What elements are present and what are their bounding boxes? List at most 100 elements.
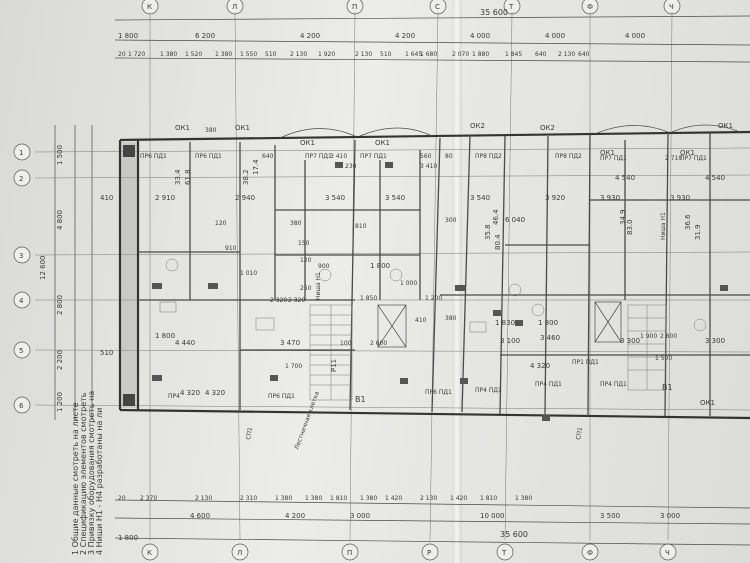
dim-left: 1 200: [56, 392, 64, 412]
room-dim: 6 040: [505, 216, 525, 224]
door-tag-bottom: ПР6 ПД1: [268, 393, 295, 400]
room-height: 80.4: [494, 234, 502, 250]
row-left-3-label: 4: [19, 297, 24, 305]
misc-dim: 380: [205, 127, 217, 134]
misc-dim: 3 410: [330, 153, 347, 160]
window-tag: ОК1: [300, 139, 315, 147]
room-dim: 3 930: [600, 194, 620, 202]
room-height: 83.0: [626, 219, 634, 235]
room-area: 46.4: [492, 209, 500, 225]
axis-top-0-label: К: [147, 3, 152, 11]
row-left-5-circle: [13, 396, 31, 414]
dim-bottom-small: 1 420: [385, 495, 402, 502]
room-area: 34.9: [619, 209, 627, 225]
dim-top-small: 1 720: [128, 51, 145, 58]
note-line: 1 Общие данные смотреть на листе: [71, 402, 80, 555]
row-left-3-circle: [13, 291, 31, 309]
note-line: 2 Спецификацию элементов смотреть: [79, 392, 88, 555]
dim-top-small: 20: [118, 51, 126, 58]
dim-top-small: 1 845: [505, 51, 522, 58]
note-line: 4 Ниши Н1 - Н4 разработаны на ли: [95, 408, 104, 555]
axis-bottom-0-label: К: [147, 549, 152, 557]
door-tag: ПР7 ПД1: [305, 153, 332, 160]
note-line: 3 Привязку оборудования смотреть на: [87, 391, 96, 555]
axis-top-6-label: Ч: [669, 3, 674, 11]
axis-bottom-0-circle: [141, 543, 159, 561]
door-tag: ПР7 ПД1: [600, 155, 627, 162]
dim-total-top: 35 600: [480, 8, 508, 17]
dim-bottom-small: 2 370: [140, 495, 157, 502]
dim-top-small: 1 550: [240, 51, 257, 58]
axis-bottom-3-circle: [421, 543, 439, 561]
dim-bottom-seg: 3 000: [350, 512, 370, 520]
misc-dim: 100: [340, 340, 352, 347]
room-area: 33.4: [174, 169, 182, 185]
row-left-2-circle: [13, 246, 31, 264]
axis-bottom-4-label: Т: [501, 549, 507, 557]
misc-dim: 1 000: [400, 280, 417, 287]
window-tag: ОК1: [175, 124, 190, 132]
room-dim: 1 830: [495, 319, 515, 327]
misc-dim: 810: [355, 223, 367, 230]
sp-annotation: СП1: [245, 427, 254, 441]
dim-left: 2 800: [56, 295, 64, 315]
door-tag: ПР8 ПД2: [475, 153, 502, 160]
misc-dim: 3 410: [420, 163, 437, 170]
room-dim: 3 470: [280, 339, 300, 347]
stair-tag-2: В1: [662, 383, 673, 392]
door-tag-bottom: ПР4 ПД1: [535, 381, 562, 388]
dim-left: 2 200: [56, 350, 64, 370]
dim-bottom-small: 1 380: [275, 495, 292, 502]
dim-top-small: 1 645: [405, 51, 422, 58]
dim-bottom-small: 2 310: [240, 495, 257, 502]
door-tag: ПР7 ПД1: [360, 153, 387, 160]
dim-left: 12 600: [39, 256, 47, 281]
door-tag-bottom: ПР6 ПД1: [425, 389, 452, 396]
misc-dim: 640: [262, 153, 274, 160]
dim-top-small: 640: [578, 51, 590, 58]
room-height: 17.4: [252, 159, 260, 175]
room-dim: 1 800: [155, 332, 175, 340]
room-dim: 4 320: [205, 389, 225, 397]
paper-fold: [452, 0, 462, 563]
room-area: 36.6: [684, 214, 692, 230]
axis-bottom-1-label: Л: [237, 549, 242, 557]
door-tag-bottom: ПР4 ПД1: [600, 381, 627, 388]
dim-bottom-small: 1 810: [480, 495, 497, 502]
window-tag: ОК1: [375, 139, 390, 147]
axis-bottom-6-label: Ч: [665, 549, 670, 557]
window-tag: ОК1: [718, 122, 733, 130]
room-dim: 4 540: [615, 174, 635, 182]
room-dim: 3 540: [470, 194, 490, 202]
dim-bottom-small: 1 380: [305, 495, 322, 502]
misc-dim: 300: [445, 217, 457, 224]
room-height: 61.8: [184, 169, 192, 185]
dim-top-small: 1 920: [318, 51, 335, 58]
dim-bottom-small: 1 380: [515, 495, 532, 502]
misc-dim: 410: [415, 317, 427, 324]
axis-bottom-4-circle: [496, 543, 514, 561]
niche-annotation: Ниша Н1: [315, 272, 322, 300]
row-left-2-label: 3: [19, 252, 23, 260]
dim-top-seg: 4 200: [395, 32, 415, 40]
room-dim: 3 930: [670, 194, 690, 202]
misc-dim: 910: [225, 245, 237, 252]
axis-top-1-label: Л: [232, 3, 237, 11]
row-left-4-circle: [13, 341, 31, 359]
row-left-5-label: 6: [19, 402, 24, 410]
sp-annotation: СП1: [575, 427, 584, 441]
misc-dim: 2 320: [288, 297, 305, 304]
door-tag-bottom: ПР4: [168, 393, 180, 400]
door-tag-bottom: ПР1 ПД1: [572, 359, 599, 366]
stair-annotation: Лестничная клетка: [293, 390, 321, 450]
